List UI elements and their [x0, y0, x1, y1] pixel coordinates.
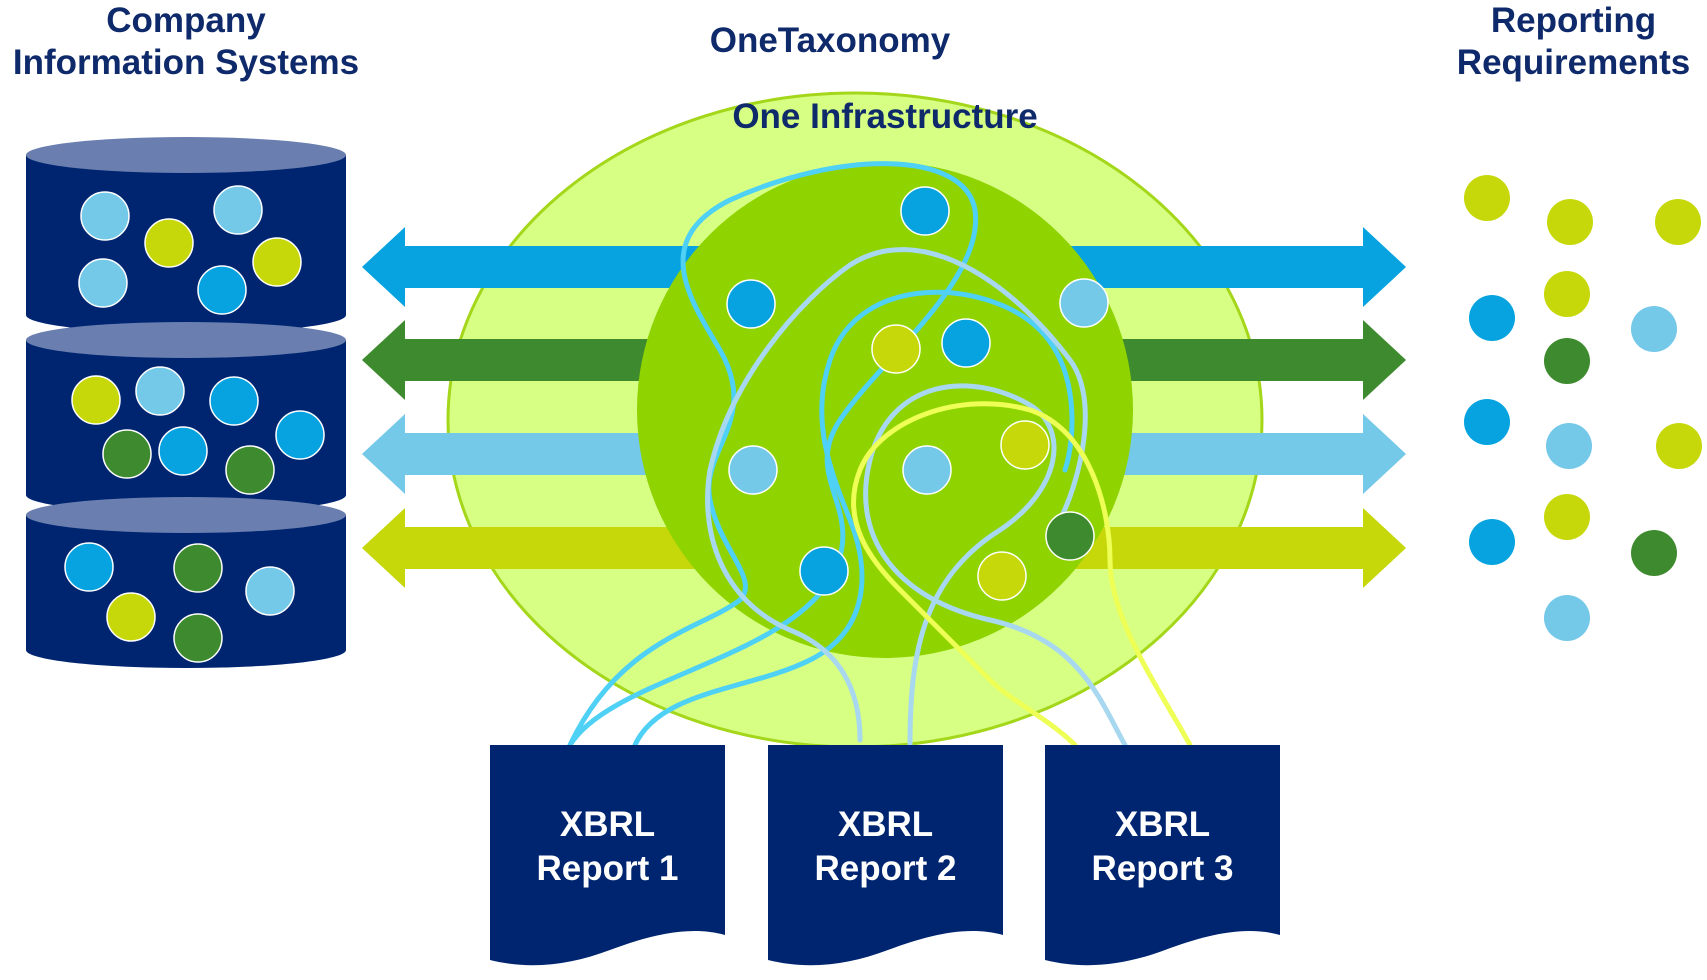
data-dot [144, 218, 194, 268]
report-3-link-light [863, 383, 1128, 748]
data-dot [64, 542, 114, 592]
concept-dot [900, 186, 950, 236]
concept-dot [726, 279, 776, 329]
requirement-dot [1544, 271, 1590, 317]
requirement-dot [1655, 199, 1701, 245]
concept-dot [799, 546, 849, 596]
data-dot [173, 543, 223, 593]
database-dots [64, 185, 325, 663]
report-document-3 [1045, 745, 1280, 966]
title-line: OneTaxonomy [709, 21, 951, 60]
xbrl-reports [490, 745, 1280, 966]
report-line: Report 2 [814, 849, 957, 888]
concept-dot [977, 551, 1027, 601]
requirement-dot [1656, 423, 1702, 469]
data-dot [275, 410, 325, 460]
data-dot [213, 185, 263, 235]
data-dot [252, 237, 302, 287]
report-line: XBRL [1114, 805, 1211, 844]
data-dot [106, 592, 156, 642]
data-dot [197, 265, 247, 315]
report-3-link [851, 401, 1193, 748]
reporting-dots [1464, 175, 1702, 641]
requirement-dot [1547, 199, 1593, 245]
report-line: Report 3 [1091, 849, 1234, 888]
concept-dot [1045, 511, 1095, 561]
requirement-dot [1544, 595, 1590, 641]
data-dot [245, 566, 295, 616]
infrastructure-circle [637, 162, 1133, 658]
requirement-dot [1469, 519, 1515, 565]
requirement-dot [1631, 306, 1677, 352]
report-2-link-light [705, 247, 1088, 743]
report-label-3: XBRL Report 3 [1045, 803, 1280, 891]
company-database [26, 137, 346, 668]
requirement-dot [1464, 175, 1510, 221]
data-dot [135, 366, 185, 416]
requirement-dot [1464, 399, 1510, 445]
requirement-dot [1546, 423, 1592, 469]
report-label-1: XBRL Report 1 [490, 803, 725, 891]
report-line: XBRL [837, 805, 934, 844]
data-dot [225, 445, 275, 495]
requirement-dot [1544, 338, 1590, 384]
title-line: Information Systems [12, 43, 360, 82]
title-line: One Infrastructure [732, 97, 1038, 136]
data-dot [102, 429, 152, 479]
concept-dot [1000, 420, 1050, 470]
infrastructure-title: One Infrastructure [700, 96, 1070, 138]
concept-dot [728, 445, 778, 495]
report-line: Report 1 [536, 849, 679, 888]
data-dot [209, 376, 259, 426]
title-line: Requirements [1456, 43, 1691, 82]
requirement-dot [1469, 295, 1515, 341]
report-document-1 [490, 745, 725, 966]
data-dot [78, 258, 128, 308]
concept-dot [941, 318, 991, 368]
report-document-2 [768, 745, 1003, 966]
concept-dot [902, 445, 952, 495]
requirement-dot [1631, 530, 1677, 576]
concept-dot [871, 324, 921, 374]
report-2-link [632, 289, 1075, 748]
title-line: Company [106, 1, 266, 40]
reporting-requirements-title: Reporting Requirements [1440, 0, 1707, 84]
title-line: Reporting [1490, 1, 1657, 40]
data-dot [80, 191, 130, 241]
taxonomy-title: OneTaxonomy [655, 20, 1005, 62]
concept-dot [1059, 278, 1109, 328]
requirement-dot [1544, 494, 1590, 540]
infrastructure-dots [726, 186, 1109, 601]
data-dot [71, 375, 121, 425]
data-dot [158, 426, 208, 476]
data-dot [173, 613, 223, 663]
company-systems-title: Company Information Systems [0, 0, 372, 84]
report-label-2: XBRL Report 2 [768, 803, 1003, 891]
report-line: XBRL [559, 805, 656, 844]
